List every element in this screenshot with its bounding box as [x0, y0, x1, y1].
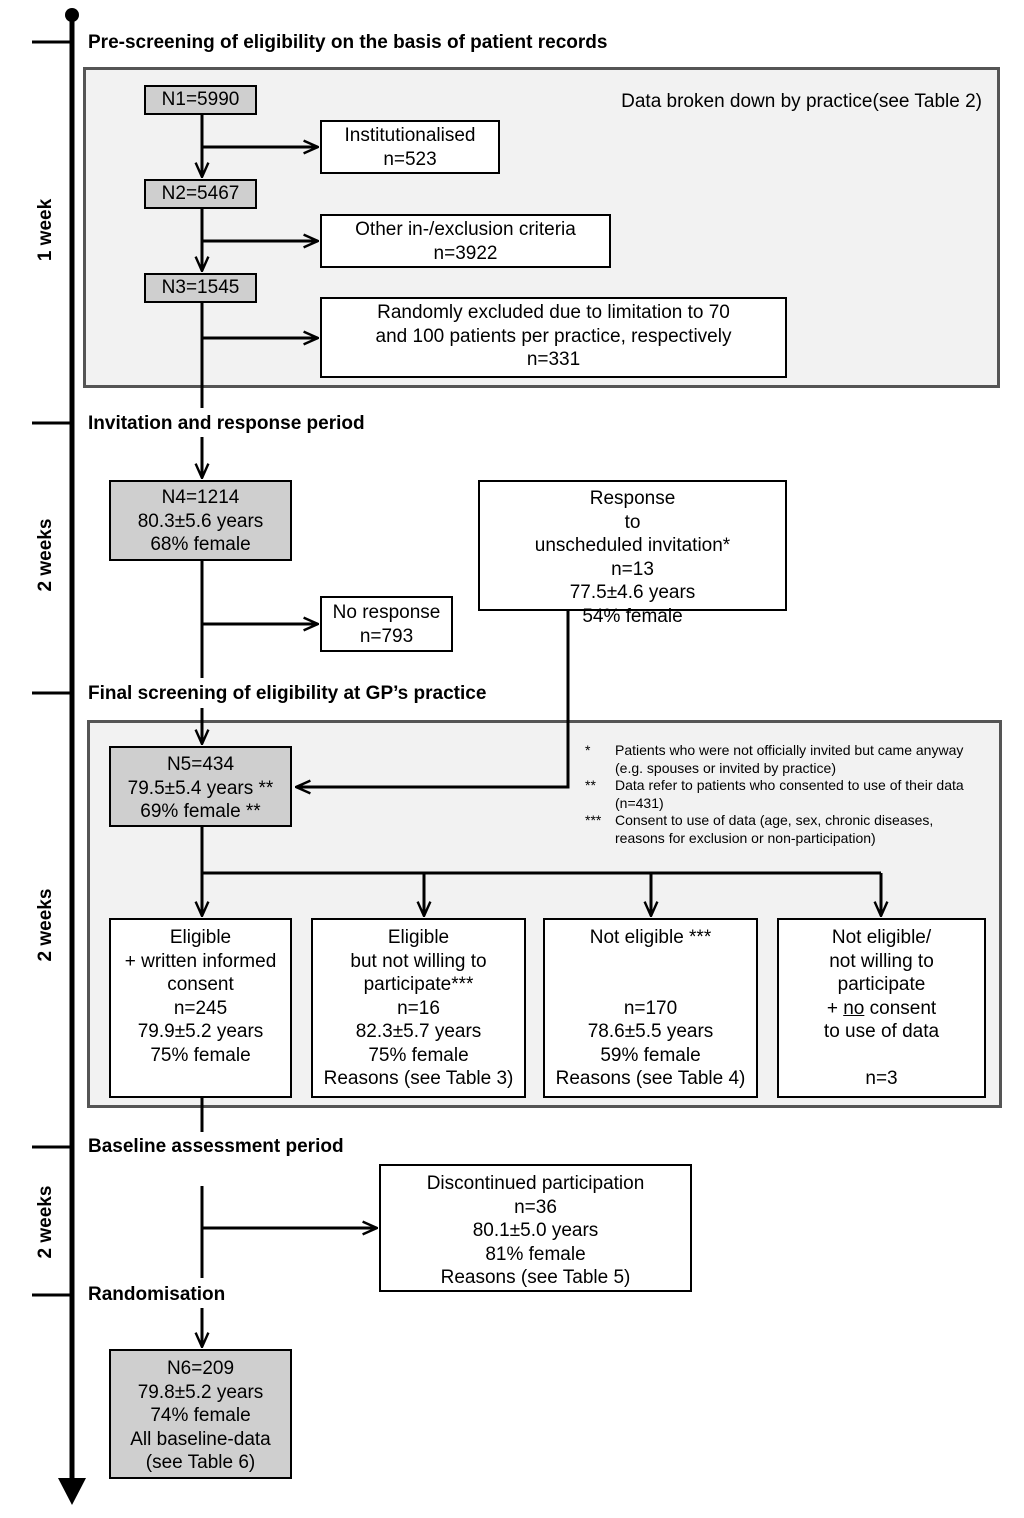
outcome-eligible-not-willing-line: Eligible: [387, 927, 450, 948]
footnote-mark: ***: [585, 812, 602, 828]
n3-box: N3=1545: [144, 273, 257, 303]
outcome-no-consent-line: to use of data: [823, 1021, 940, 1042]
n1-box-line: N1=5990: [161, 89, 240, 110]
outcome-not-eligible-line: Reasons (see Table 4): [555, 1068, 746, 1089]
n6-box-line: (see Table 6): [145, 1452, 256, 1473]
randomly-excluded-box-line: and 100 patients per practice, respectiv…: [375, 325, 732, 347]
footnote-mark: **: [585, 777, 596, 793]
unscheduled-invitation-box-line: to: [624, 511, 641, 533]
institutionalised-box-line: n=523: [383, 148, 437, 170]
randomly-excluded-box: Randomly excluded due to limitation to 7…: [320, 297, 787, 378]
outcome-eligible-not-willing-line: n=16: [397, 997, 440, 1019]
outcome-eligible-not-willing-line: 75% female: [368, 1044, 469, 1066]
practice-note-line: (see Table 2): [872, 91, 983, 112]
n4-box-line: 80.3±5.6 years: [137, 510, 264, 532]
n1-box: N1=5990: [144, 85, 257, 115]
outcome-eligible-not-willing-line: Reasons (see Table 3): [323, 1068, 514, 1089]
outcome-eligible-consent-line: 75% female: [150, 1044, 251, 1066]
footnote: ** Data refer to patients who consented t…: [585, 777, 985, 812]
practice-note-line: Data broken down by practice: [621, 91, 873, 112]
n6-box-line: 74% female: [150, 1405, 251, 1426]
n6-box-line: All baseline-data: [130, 1428, 271, 1450]
n2-box: N2=5467: [144, 179, 257, 209]
outcome-eligible-consent-line: + written informed: [124, 950, 277, 972]
randomly-excluded-box-line: n=331: [526, 349, 581, 370]
footnotes: * Patients who were not officially invite…: [585, 742, 985, 847]
timeline-axis: [32, 8, 86, 1505]
n6-box-line: 79.8±5.2 years: [137, 1381, 264, 1403]
footnote: *** Consent to use of data (age, sex, chr…: [585, 812, 985, 847]
outcome-eligible-not-willing-line: 82.3±5.7 years: [355, 1021, 482, 1042]
footnote: * Patients who were not officially invite…: [585, 742, 985, 777]
outcome-eligible-consent-line: n=245: [173, 997, 228, 1019]
n4-box-line: N4=1214: [161, 487, 240, 508]
discontinued-box-line: Discontinued participation: [426, 1173, 645, 1194]
other-criteria-box-line: n=3922: [433, 242, 498, 264]
outcome-eligible-consent-line: consent: [167, 974, 234, 995]
discontinued-box-line: 80.1±5.0 years: [472, 1220, 599, 1241]
unscheduled-invitation-box-line: Response: [589, 488, 676, 509]
phase-header-final-screening: Final screening of eligibility at GP’s p…: [88, 683, 487, 704]
other-criteria-box-line: Other in-/exclusion criteria: [355, 219, 576, 240]
outcome-not-eligible-line: Not eligible ***: [589, 927, 712, 948]
n5-box-line: N5=434: [166, 754, 235, 775]
outcome-not-eligible-line: 59% female: [600, 1044, 701, 1066]
discontinued-box-line: Reasons (see Table 5): [440, 1267, 631, 1288]
footnote-text: Consent to use of data (age, sex, chroni…: [615, 812, 934, 846]
n4-box-line: 68% female: [150, 534, 251, 555]
unscheduled-invitation-box-line: n=13: [611, 558, 654, 580]
outcome-not-eligible-line: n=170: [623, 997, 678, 1019]
no-response-box-line: No response: [332, 602, 441, 623]
n6-box-line: N6=209: [166, 1358, 235, 1379]
n2-box-line: N2=5467: [161, 183, 240, 204]
phase-header-invitation: Invitation and response period: [88, 413, 365, 434]
institutionalised-box-line: Institutionalised: [344, 125, 476, 146]
unscheduled-invitation-box-line: unscheduled invitation*: [534, 535, 731, 556]
phase-header-randomisation: Randomisation: [88, 1284, 226, 1305]
phase-header-baseline: Baseline assessment period: [88, 1136, 344, 1157]
unscheduled-invitation-box-line: 77.5±4.6 years: [569, 582, 696, 603]
outcome-no-consent-line: not willing to: [829, 950, 934, 972]
footnote-text: Patients who were not officially invited…: [615, 742, 964, 776]
practice-note: Data broken down by practice(see Table 2…: [621, 90, 982, 114]
outcome-eligible-not-willing-line: participate***: [363, 974, 474, 995]
randomly-excluded-box-line: Randomly excluded due to limitation to 7…: [377, 302, 730, 323]
outcome-no-consent-line: + no consent: [826, 997, 937, 1019]
outcome-not-eligible-line: 78.6±5.5 years: [587, 1021, 714, 1042]
outcome-eligible-consent-line: 79.9±5.2 years: [137, 1021, 264, 1042]
discontinued-box-line: n=36: [514, 1196, 557, 1218]
unscheduled-invitation-box-line: 54% female: [582, 605, 683, 627]
discontinued-box-line: 81% female: [485, 1243, 586, 1265]
n3-box-line: N3=1545: [161, 277, 240, 298]
footnote-text: Data refer to patients who consented to …: [615, 777, 964, 811]
outcome-eligible-consent-line: Eligible: [169, 927, 232, 948]
n5-box-line: 79.5±5.4 years **: [127, 777, 274, 799]
outcome-no-consent-line: participate: [837, 974, 926, 995]
phase-header-prescreening: Pre-screening of eligibility on the basi…: [88, 32, 608, 53]
footnote-mark: *: [585, 742, 591, 758]
outcome-eligible-not-willing-line: but not willing to: [350, 950, 487, 972]
outcome-no-consent-line: n=3: [865, 1068, 898, 1089]
outcome-no-consent-line: Not eligible/: [831, 927, 932, 948]
no-response-box-line: n=793: [359, 625, 414, 647]
n5-box-line: 69% female **: [140, 801, 261, 822]
